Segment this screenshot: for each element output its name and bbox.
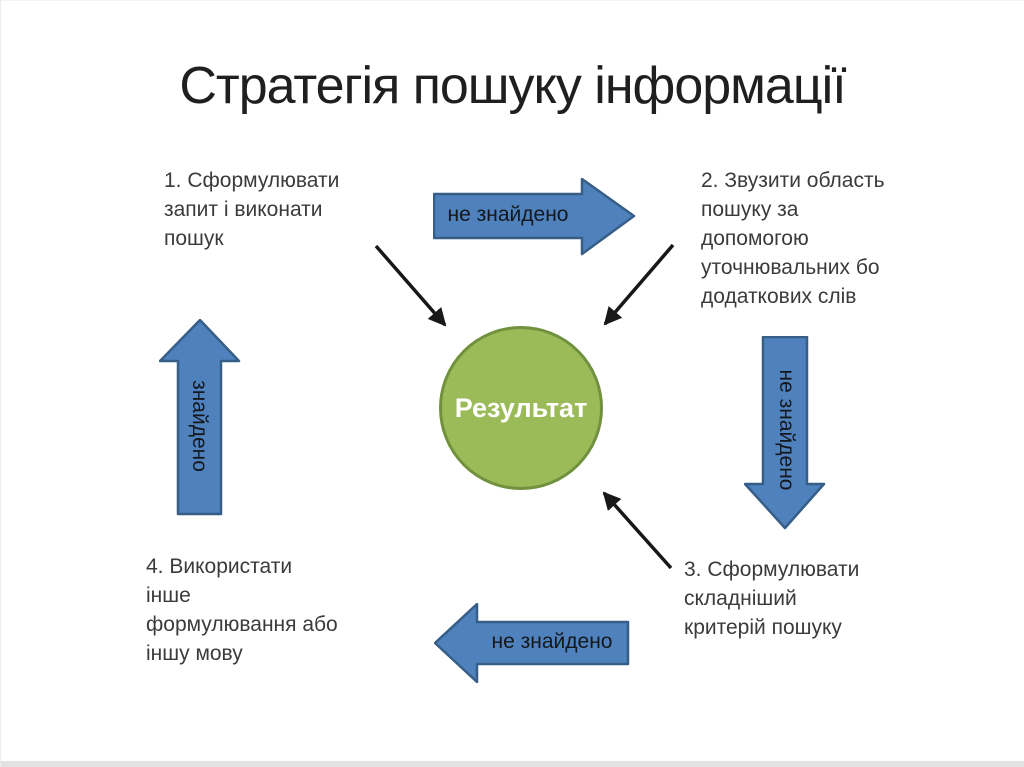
slide-title: Стратегія пошуку інформації (179, 57, 846, 115)
step-4-text: 4. Використати інше формулювання або інш… (146, 555, 338, 665)
not-found-arrow-left (434, 603, 630, 683)
result-label: Результат (454, 392, 588, 423)
found-arrow-up (159, 319, 241, 516)
result-circle: Результат (439, 326, 603, 490)
connector-step1-to-result (374, 244, 447, 327)
connector-step2-to-result (603, 243, 675, 326)
connector-step3-to-result (602, 491, 673, 570)
not-found-arrow-right (433, 178, 636, 256)
not-found-arrow-down (744, 336, 826, 530)
step-1-text: 1. Сформулювати запит і виконати пошук (164, 169, 340, 250)
step-2-text: 2. Звузити область пошуку за допомогою у… (701, 169, 885, 308)
slide-bottom-edge (1, 761, 1024, 767)
step-3-text: 3. Сформулювати складніший критерій пошу… (684, 558, 860, 639)
